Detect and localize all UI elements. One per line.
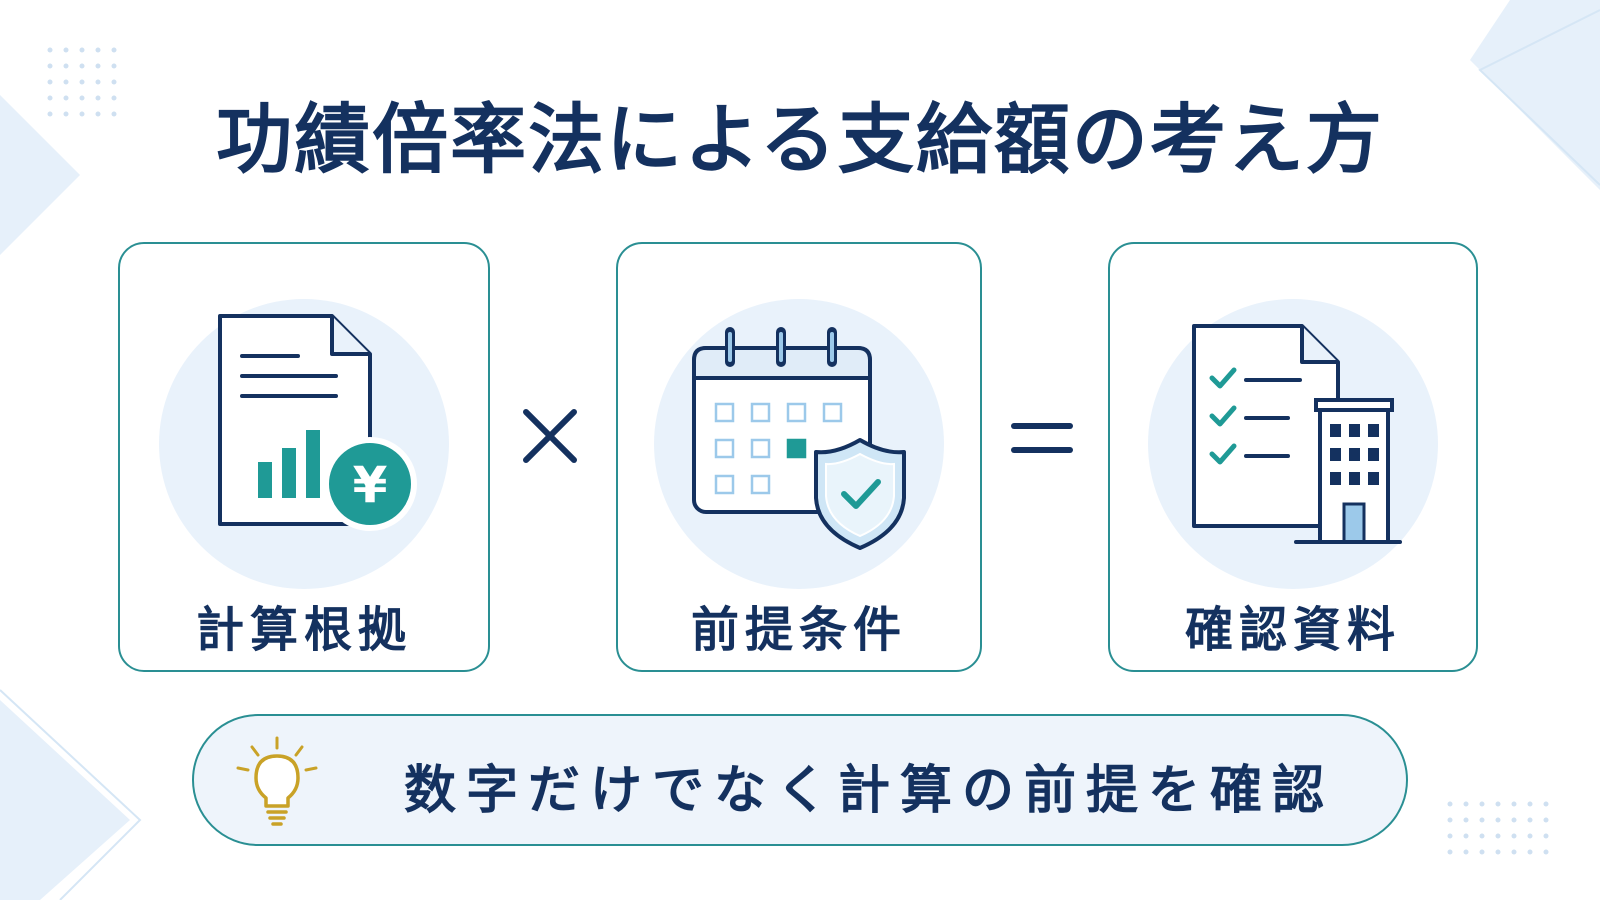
card-calculation-basis: ¥ 計算根拠 [118, 242, 490, 672]
tip-text: 数字だけでなく計算の前提を確認 [404, 761, 1335, 821]
card-label: 確認資料 [1184, 602, 1401, 658]
tip-banner: 数字だけでなく計算の前提を確認 [192, 714, 1408, 846]
lightbulb-icon [236, 736, 318, 826]
document-chart-yen-icon: ¥ [218, 314, 417, 531]
card-label: 前提条件 [690, 602, 907, 658]
times-icon [523, 409, 577, 463]
card-preconditions: 前提条件 [616, 242, 982, 672]
card-confirmation-documents: 確認資料 [1108, 242, 1478, 672]
calendar-shield-icon [692, 327, 906, 550]
card-label: 計算根拠 [195, 602, 412, 658]
checklist-building-icon [1192, 324, 1402, 544]
svg-text:¥: ¥ [353, 456, 388, 514]
equals-icon [1011, 423, 1073, 453]
page-title: 功績倍率法による支給額の考え方 [216, 95, 1384, 184]
